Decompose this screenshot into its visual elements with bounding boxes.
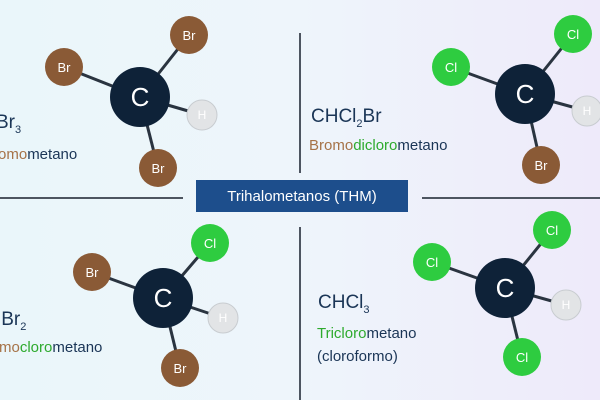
atom-bottom-right-b: Cl [533, 211, 571, 249]
formula-sub: 3 [15, 123, 22, 136]
atom-top-left-center: C [110, 67, 170, 127]
formula-bottom-right: CHCl3 [318, 292, 370, 316]
atom-top-right-a: Cl [432, 48, 470, 86]
atom-top-right-b: Cl [554, 15, 592, 53]
divider-horizontal-left [0, 197, 183, 199]
formula-sub: 2 [356, 117, 363, 130]
name-bottom-left: moclorometano [0, 339, 102, 356]
name-part: mo [0, 339, 20, 356]
name-part: omo [0, 146, 28, 163]
name-part: cloro [19, 339, 53, 356]
atom-bottom-right-c: Cl [503, 338, 541, 376]
name-part: Tricloro [317, 325, 367, 342]
atom-top-right-center: C [495, 64, 555, 124]
atom-bottom-left-center: C [133, 268, 193, 328]
divider-horizontal-right [422, 197, 600, 199]
atom-label: Cl [546, 223, 558, 238]
name-part: dicloro [353, 137, 398, 154]
atom-label: Cl [204, 236, 216, 251]
formula-top-right: CHCl2Br [311, 106, 382, 130]
name-bottom-right: Triclorometano [317, 325, 417, 342]
note-bottom-right: (cloroformo) [317, 348, 398, 365]
atom-label: C [516, 79, 535, 109]
atom-label: Cl [426, 255, 438, 270]
atom-top-left-b: Br [170, 16, 208, 54]
atom-label: Cl [445, 60, 457, 75]
atom-label: Br [152, 161, 166, 176]
formula-sub: 3 [363, 303, 370, 316]
divider-vertical-top [299, 33, 301, 173]
name-part: metano [366, 325, 417, 342]
name-top-right: Bromodiclorometano [309, 137, 447, 154]
atom-top-left-a: Br [45, 48, 83, 86]
atom-bottom-left-c: Br [161, 349, 199, 387]
atom-label: H [219, 311, 228, 325]
atom-label: C [154, 283, 173, 313]
atom-bottom-left-h: H [207, 302, 239, 334]
name-top-left: omometano [0, 146, 77, 163]
atom-top-right-h: H [571, 95, 600, 127]
atom-label: Br [58, 60, 72, 75]
atom-bottom-right-center: C [475, 258, 535, 318]
atom-bottom-left-b: Cl [191, 224, 229, 262]
formula-tail: Br [362, 106, 382, 127]
name-part: Bromo [309, 137, 354, 154]
divider-vertical-bottom [299, 227, 301, 400]
diagram-title: Trihalometanos (THM) [196, 180, 408, 212]
atom-label: H [583, 104, 592, 118]
formula-base: CHCl [311, 106, 357, 127]
name-part: metano [397, 137, 448, 154]
atom-top-right-c: Br [522, 146, 560, 184]
atom-bottom-right-a: Cl [413, 243, 451, 281]
atom-label: H [198, 108, 207, 122]
formula-base: lBr [0, 309, 21, 330]
atom-top-left-h: H [186, 99, 218, 131]
formula-base: Br [0, 112, 15, 133]
formula-bottom-left: lBr2 [0, 309, 26, 333]
atom-label: Cl [567, 27, 579, 42]
formula-base: CHCl [318, 292, 364, 313]
atom-bottom-right-h: H [550, 289, 582, 321]
name-part: metano [52, 339, 103, 356]
atom-label: C [131, 82, 150, 112]
atom-label: H [562, 298, 571, 312]
atom-label: C [496, 273, 515, 303]
atom-label: Cl [516, 350, 528, 365]
atom-label: Br [174, 361, 188, 376]
formula-sub: 2 [20, 320, 27, 333]
atom-label: Br [535, 158, 549, 173]
atom-bottom-left-a: Br [73, 253, 111, 291]
atom-top-left-c: Br [139, 149, 177, 187]
atom-label: Br [86, 265, 100, 280]
atom-label: Br [183, 28, 197, 43]
formula-top-left: Br3 [0, 112, 21, 136]
name-part: metano [27, 146, 78, 163]
